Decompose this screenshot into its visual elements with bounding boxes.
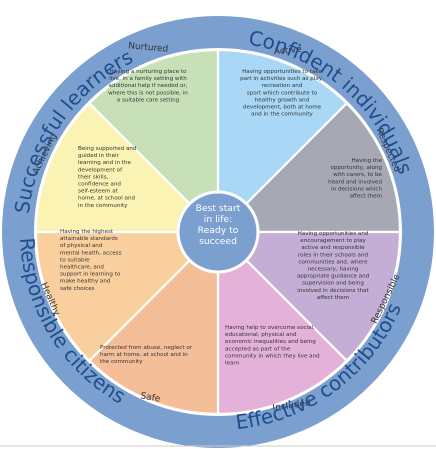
segment-responsible — [215, 230, 402, 363]
segment-safe-label: Safe — [140, 391, 162, 404]
segment-healthy — [34, 230, 221, 363]
segment-respected — [215, 101, 402, 234]
center-circle — [176, 190, 260, 274]
segment-nurtured — [87, 48, 220, 235]
segment-included — [216, 229, 349, 416]
wheel-segments — [34, 48, 402, 416]
segment-safe — [87, 229, 220, 416]
segment-active — [216, 48, 349, 235]
segment-achieving — [34, 101, 221, 234]
segment-active-label: Active — [274, 45, 303, 57]
segment-nurtured-label: Nurtured — [128, 41, 169, 54]
segment-included-description: Having help to overcome social,education… — [225, 325, 320, 367]
